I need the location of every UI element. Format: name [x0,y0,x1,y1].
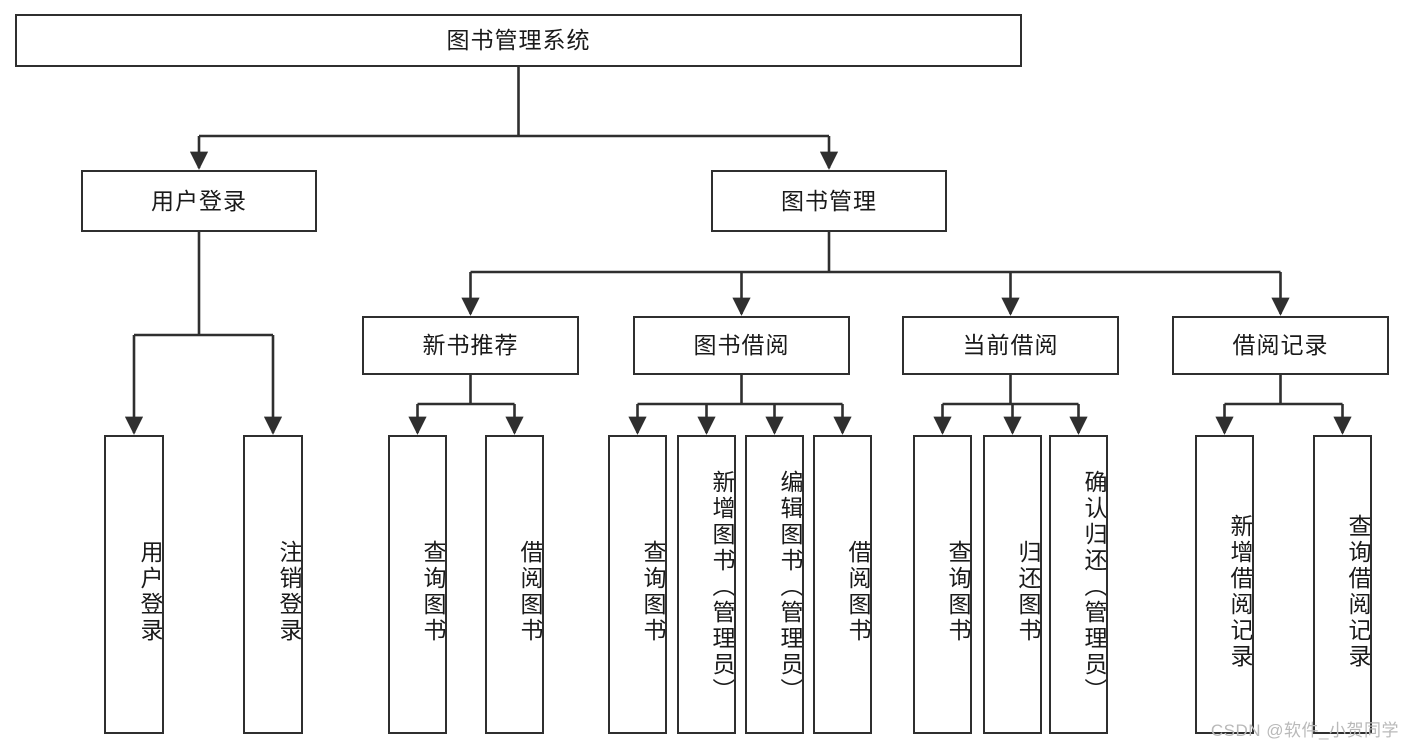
node-leaf-new-1[interactable]: 查询图书 [388,435,447,734]
watermark: CSDN @软件_小贺同学 [1210,721,1399,740]
node-leaf-rec-1[interactable]: 新增借阅记录 [1195,435,1254,734]
node-label: 用户登录 [151,187,247,214]
node-label: 新增借阅记录 [1227,513,1253,670]
node-label: 归还图书 [1015,539,1041,644]
node-leaf-bor-2[interactable]: 新增图书（管理员） [677,435,736,734]
node-label: 借阅记录 [1232,332,1329,359]
node-label: 确认归还（管理员） [1081,469,1107,704]
node-leaf-bor-3[interactable]: 编辑图书（管理员） [745,435,804,734]
node-root[interactable]: 图书管理系统 [15,14,1022,67]
node-label: 查询图书 [945,539,971,644]
node-label: 当前借阅 [962,332,1059,359]
node-current[interactable]: 当前借阅 [902,316,1119,375]
node-label: 借阅图书 [517,539,543,644]
node-label: 用户登录 [137,539,163,644]
node-label: 图书借阅 [693,332,790,359]
node-records[interactable]: 借阅记录 [1172,316,1389,375]
node-label: 图书管理系统 [446,27,591,54]
node-bookmgmt[interactable]: 图书管理 [711,170,947,232]
node-leaf-bor-4[interactable]: 借阅图书 [813,435,872,734]
node-newbook[interactable]: 新书推荐 [362,316,579,375]
node-leaf-cur-3[interactable]: 确认归还（管理员） [1049,435,1108,734]
node-borrow[interactable]: 图书借阅 [633,316,850,375]
node-label: 查询图书 [420,539,446,644]
node-leaf-cur-1[interactable]: 查询图书 [913,435,972,734]
node-label: 借阅图书 [845,539,871,644]
node-label: 查询借阅记录 [1345,513,1371,670]
connector-paths [124,67,1352,435]
node-label: 注销登录 [276,539,302,644]
node-label: 新书推荐 [422,332,519,359]
node-login[interactable]: 用户登录 [81,170,317,232]
node-leaf-rec-2[interactable]: 查询借阅记录 [1313,435,1372,734]
node-label: 新增图书（管理员） [709,469,735,704]
node-label: 图书管理 [781,187,877,214]
node-label: 编辑图书（管理员） [777,469,803,704]
node-leaf-cur-2[interactable]: 归还图书 [983,435,1042,734]
node-leaf-login-2[interactable]: 注销登录 [243,435,303,734]
node-label: 查询图书 [640,539,666,644]
node-leaf-bor-1[interactable]: 查询图书 [608,435,667,734]
node-leaf-new-2[interactable]: 借阅图书 [485,435,544,734]
node-leaf-login-1[interactable]: 用户登录 [104,435,164,734]
